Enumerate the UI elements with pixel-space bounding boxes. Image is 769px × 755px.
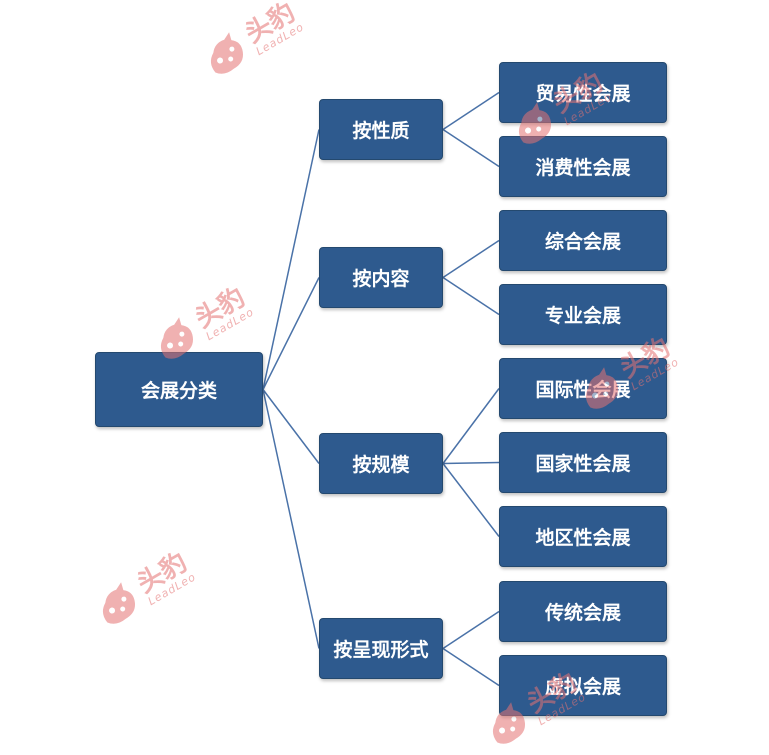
watermark-cn: 头豹 <box>131 547 193 600</box>
watermark-en: LeadLeo <box>203 304 257 343</box>
leaf-node-virtual: 虚拟会展 <box>499 655 667 716</box>
leaf-node-traditional: 传统会展 <box>499 581 667 642</box>
connector-category-node-scale-to-leaf-node-national <box>442 461 500 465</box>
connector-root-to-category-node-scale <box>262 389 320 464</box>
leaf-node-regional: 地区性会展 <box>499 506 667 567</box>
connector-category-node-content-to-leaf-node-professional <box>442 276 500 316</box>
category-node-form: 按呈现形式 <box>319 618 443 679</box>
category-node-scale: 按规模 <box>319 433 443 494</box>
connector-category-node-scale-to-leaf-node-international <box>442 388 500 464</box>
connector-category-node-scale-to-leaf-node-regional <box>442 463 500 537</box>
connector-root-to-category-node-nature <box>262 129 320 390</box>
watermark-en: LeadLeo <box>253 19 307 58</box>
leaf-node-international: 国际性会展 <box>499 358 667 419</box>
leaf-node-comprehensive: 综合会展 <box>499 210 667 271</box>
category-node-nature: 按性质 <box>319 99 443 160</box>
category-node-content: 按内容 <box>319 247 443 308</box>
connector-category-node-content-to-leaf-node-comprehensive <box>442 239 500 279</box>
watermark-cn: 头豹 <box>239 0 301 50</box>
leaf-node-consumer: 消费性会展 <box>499 136 667 197</box>
connector-category-node-form-to-leaf-node-traditional <box>442 610 500 650</box>
root-node: 会展分类 <box>95 352 263 427</box>
leaf-node-national: 国家性会展 <box>499 432 667 493</box>
leopard-logo-icon <box>210 32 244 74</box>
connector-category-node-nature-to-leaf-node-trade <box>442 91 500 131</box>
connector-root-to-category-node-form <box>262 389 320 649</box>
connector-root-to-category-node-content <box>262 277 320 390</box>
leaf-node-professional: 专业会展 <box>499 284 667 345</box>
connector-category-node-nature-to-leaf-node-consumer <box>442 128 500 168</box>
leopard-logo-icon <box>102 582 136 624</box>
watermark-en: LeadLeo <box>145 569 199 608</box>
connector-category-node-form-to-leaf-node-virtual <box>442 647 500 687</box>
leaf-node-trade: 贸易性会展 <box>499 62 667 123</box>
watermark-cn: 头豹 <box>189 282 251 335</box>
